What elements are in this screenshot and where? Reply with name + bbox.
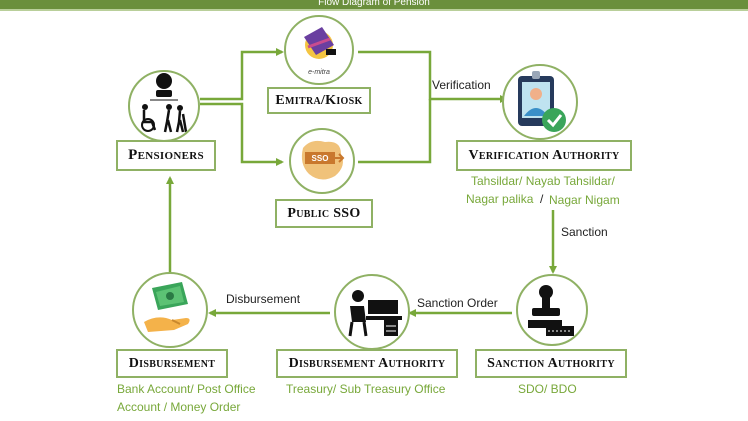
disbursement-authority-label: Disbursement Authority (288, 356, 446, 371)
emitra-logo-text: e-mitra (308, 69, 330, 76)
disbursement-node: Disbursement (116, 349, 228, 378)
verification-note-separator: / (540, 192, 544, 206)
pensioners-icon (128, 70, 200, 142)
pensioners-node: Pensioners (116, 140, 216, 171)
pensioners-label: Pensioners (128, 147, 204, 163)
title-divider (0, 9, 748, 11)
edge-emitra-verification (358, 50, 508, 103)
disbursement-authority-note: Treasury/ Sub Treasury Office (286, 382, 446, 396)
disbursement-authority-desk-icon (334, 274, 410, 350)
edge-label-disbursement: Disbursement (226, 292, 301, 306)
sanction-note: SDO/ BDO (518, 382, 577, 396)
diagram-title: Flow Diagram of Pension (318, 0, 430, 8)
verification-note-nagar-nigam: Nagar Nigam (549, 193, 620, 207)
title-bar: Flow Diagram of Pension (0, 0, 748, 9)
edge-label-sanction: Sanction (561, 225, 608, 239)
emitra-logo-icon: e-mitra (284, 15, 354, 85)
public-sso-logo-text: SSO (312, 154, 329, 163)
edge-pensioners-emitra (200, 48, 284, 101)
sanction-authority-node: Sanction Authority (475, 349, 627, 378)
edge-label-verification: Verification (432, 78, 491, 92)
edge-pensioners-sso (200, 102, 284, 166)
disbursement-note-line1: Bank Account/ Post Office (117, 382, 256, 396)
edge-label-sanction-order: Sanction Order (417, 296, 498, 310)
edge-sso-verification (358, 99, 432, 164)
disbursement-note-line2: Account / Money Order (117, 400, 241, 414)
public-sso-logo-icon: SSO (289, 128, 355, 194)
public-sso-node: Public SSO (275, 199, 373, 228)
verification-authority-label: Verification Authority (468, 148, 620, 163)
sanction-stamp-icon (516, 274, 588, 346)
disbursement-label: Disbursement (128, 356, 216, 371)
disbursement-authority-node: Disbursement Authority (276, 349, 458, 378)
verification-icon (502, 64, 578, 140)
disbursement-money-hand-icon (132, 272, 208, 348)
verification-note-line1: Tahsildar/ Nayab Tahsildar/ (471, 174, 615, 188)
public-sso-label: Public SSO (287, 206, 361, 221)
verification-authority-node: Verification Authority (456, 140, 632, 171)
emitra-kiosk-node: Emitra/Kiosk (267, 87, 371, 114)
emitra-kiosk-label: Emitra/Kiosk (275, 93, 363, 108)
sanction-authority-label: Sanction Authority (487, 356, 615, 371)
verification-note-nagar-palika: Nagar palika (466, 192, 534, 206)
